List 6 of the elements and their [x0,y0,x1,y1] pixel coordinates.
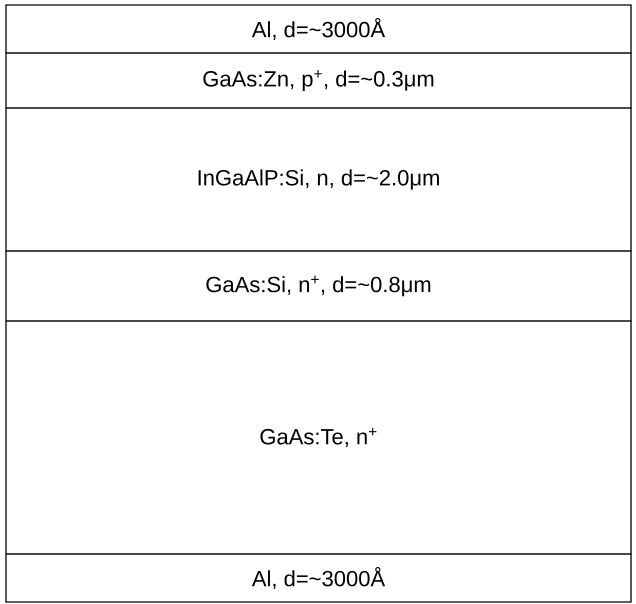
layer-box: Al, d=~3000Å [5,4,632,54]
layer-box: GaAs:Te, n$^{+}$ [5,320,632,555]
layer-box: Al, d=~3000Å [5,553,632,603]
layer-box: GaAs:Zn, p$^{+}$, d=~0.3μm [5,52,632,109]
layer-box: GaAs:Si, n$^{+}$, d=~0.8μm [5,250,632,322]
layer-box: InGaAlP:Si, n, d=~2.0μm [5,107,632,252]
